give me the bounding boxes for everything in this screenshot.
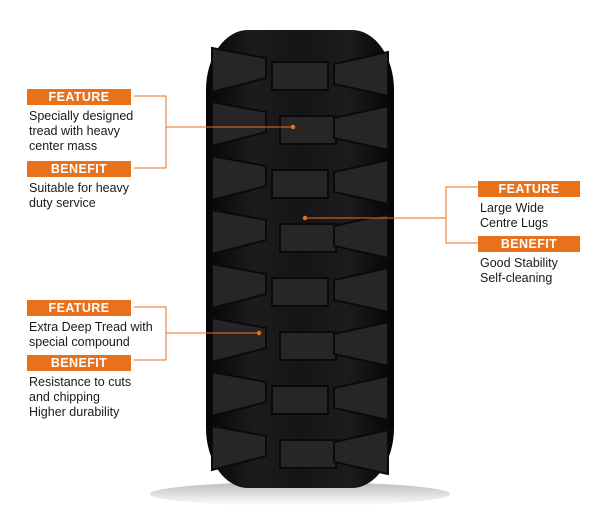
tread-lug-left [211,154,267,202]
feature-label: FEATURE [478,181,580,197]
tread-lug-right [333,374,389,422]
leader-dots [256,124,308,336]
tread-lug-right [333,212,389,260]
tread-lug-center [279,115,337,145]
callout-top-left: FEATURE Specially designed tread with he… [27,88,133,211]
feature-text: Extra Deep Tread with special compound [29,320,153,349]
tire-body [206,30,394,488]
tread-lug-left [211,262,267,310]
tread-lug-right [333,158,389,206]
tread-lug-center [279,223,337,253]
dot-right [302,215,308,221]
tread-lug-left [211,100,267,148]
tread-lug-left [211,46,267,94]
benefit-text: Suitable for heavy duty service [29,181,130,210]
tread-lugs [211,46,389,476]
bracket-right [445,186,478,244]
feature-label: FEATURE [27,300,131,316]
benefit-text: Resistance to cuts and chipping Higher d… [29,375,132,419]
tread-lug-center [271,169,329,199]
tread-lug-left [211,208,267,256]
tread-lug-left [211,424,267,472]
tread-lug-right [333,50,389,98]
tread-lug-center [279,331,337,361]
tread-lug-right [333,428,389,476]
feature-label: FEATURE [27,89,131,105]
dot-top-left [290,124,296,130]
feature-text: Specially designed tread with heavy cent… [29,109,134,153]
tread-lug-center [271,277,329,307]
tread-lug-right [333,104,389,152]
floor-reflection [150,482,450,506]
tread-lug-center [271,61,329,91]
benefit-label: BENEFIT [27,161,131,177]
leader-lines [134,95,478,361]
benefit-text: Good Stability Self-cleaning [480,256,558,285]
benefit-label: BENEFIT [27,355,131,371]
tread-lug-center [271,385,329,415]
tread-lug-left [211,370,267,418]
bracket-top-left [134,95,167,169]
feature-text: Large Wide Centre Lugs [480,201,549,230]
tread-lug-left [211,316,267,364]
callout-bottom-left: FEATURE Extra Deep Tread with special co… [27,299,153,420]
callout-right: FEATURE Large Wide Centre Lugs BENEFIT G… [478,180,580,286]
tread-lug-right [333,266,389,314]
dot-bottom-left [256,330,262,336]
tread-lug-center [279,439,337,469]
tread-lug-right [333,320,389,368]
benefit-label: BENEFIT [478,236,580,252]
